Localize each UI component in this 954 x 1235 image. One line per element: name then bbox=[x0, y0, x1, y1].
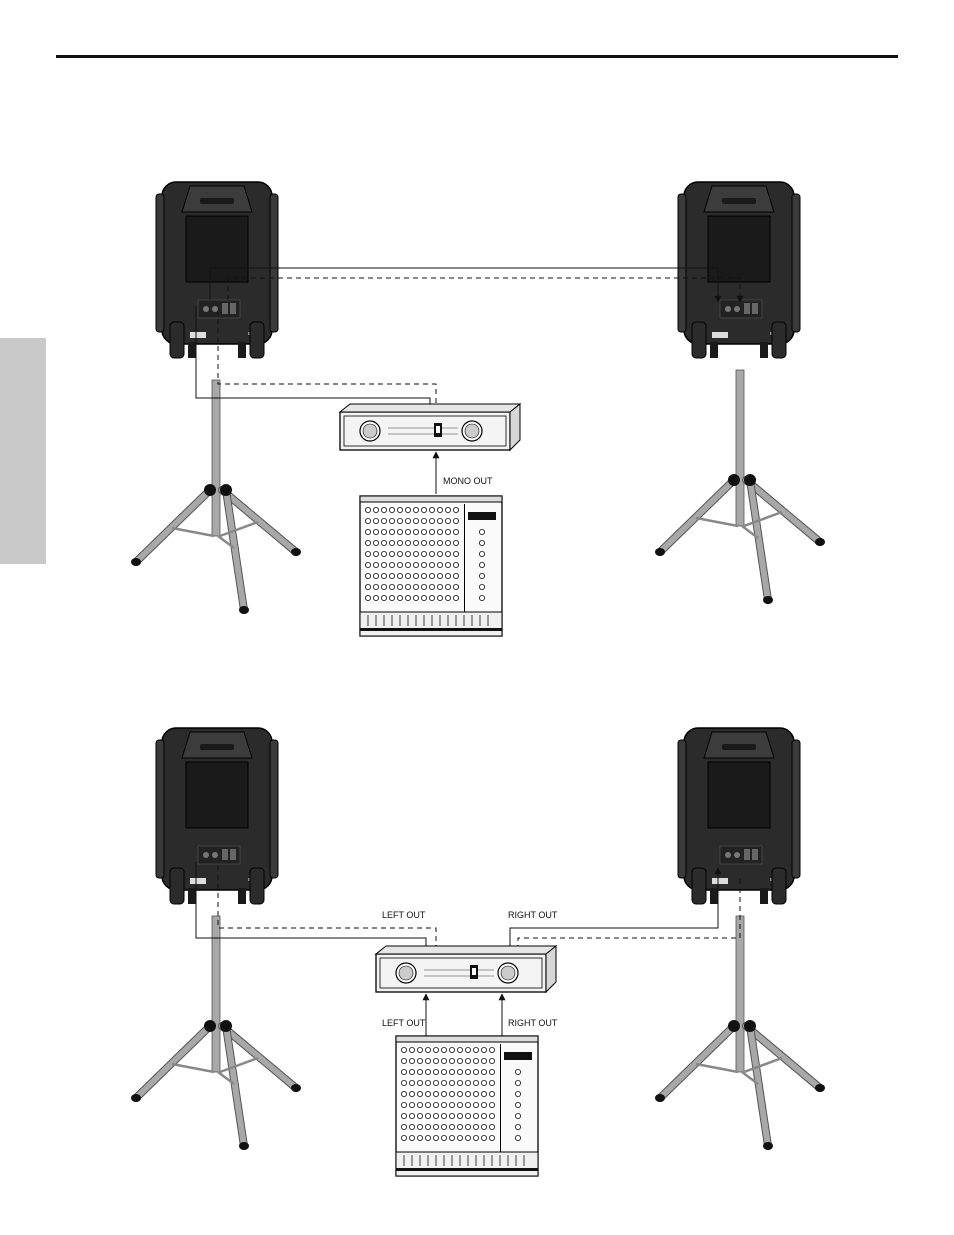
mono-out-label: MONO OUT bbox=[443, 476, 493, 486]
right-stand-icon bbox=[655, 916, 825, 1150]
left-speaker-icon bbox=[156, 728, 278, 904]
right-speaker-icon bbox=[678, 182, 800, 358]
link-cable-dashed bbox=[228, 278, 740, 302]
link-cable bbox=[210, 268, 718, 302]
right-out-label-top: RIGHT OUT bbox=[508, 910, 558, 920]
left-stand-icon bbox=[131, 380, 301, 614]
amplifier-icon bbox=[340, 404, 520, 450]
left-out-label-top: LEFT OUT bbox=[382, 910, 426, 920]
amplifier-icon bbox=[376, 946, 556, 992]
right-out-label-bottom: RIGHT OUT bbox=[508, 1018, 558, 1028]
right-stand-icon bbox=[655, 370, 825, 604]
diagram-2: LEFT OUT RIGHT OUT LEFT OUT RIGHT OUT bbox=[131, 728, 825, 1176]
right-speaker-icon bbox=[678, 728, 800, 904]
left-speaker-icon bbox=[156, 182, 278, 358]
left-stand-icon bbox=[131, 916, 301, 1150]
diagram-1: MONO OUT bbox=[131, 182, 825, 636]
left-out-label-bottom: LEFT OUT bbox=[382, 1018, 426, 1028]
